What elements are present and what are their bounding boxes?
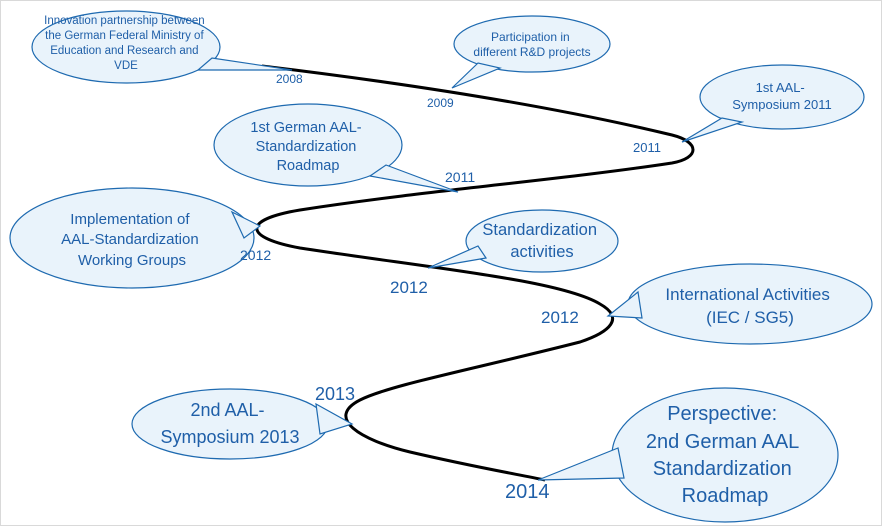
- bubble-pointer: [451, 62, 502, 89]
- year-label-2013: 2013: [315, 384, 355, 404]
- year-label-2014: 2014: [505, 481, 550, 503]
- year-label-2011-left: 2011: [445, 169, 475, 185]
- year-label-2009: 2009: [427, 96, 454, 110]
- bubble-label: Perspective: 2nd German AAL Standardizat…: [646, 403, 804, 507]
- year-label-2012-left: 2012: [240, 247, 271, 263]
- bubble-label: 1st AAL- Symposium 2011: [732, 80, 831, 112]
- bubble-shape: [453, 15, 611, 73]
- bubble-pointer: [315, 402, 354, 435]
- bubble-label: Implementation of AAL-Standardization Wo…: [61, 211, 203, 269]
- bubble-standardization-roadmap-1: 1st German AAL- Standardization Roadmap: [213, 103, 459, 193]
- bubble-pointer: [230, 210, 262, 239]
- bubble-standardization-activities: Standardization activities: [427, 209, 619, 273]
- bubble-shape: [465, 209, 619, 273]
- bubble-pointer: [681, 117, 745, 143]
- bubble-aal-symposium-2013: 2nd AAL- Symposium 2013: [131, 388, 354, 460]
- bubble-shape: [699, 64, 865, 130]
- year-label-2008: 2008: [276, 72, 303, 86]
- bubble-pointer: [368, 164, 459, 193]
- bubble-shape: [213, 103, 403, 187]
- year-label-2012-right: 2012: [541, 308, 579, 327]
- year-label-2012-middle: 2012: [390, 278, 428, 297]
- timeline-curve: [255, 64, 695, 482]
- year-label-2011-right: 2011: [633, 140, 661, 155]
- bubble-label: Standardization activities: [482, 221, 601, 261]
- bubble-pointer: [537, 447, 625, 481]
- bubble-aal-symposium-2011: 1st AAL- Symposium 2011: [681, 64, 865, 143]
- bubble-label: International Activities (IEC / SG5): [665, 285, 834, 327]
- bubble-pointer: [427, 245, 488, 269]
- bubble-innovation-partnership: Innovation partnership between the Germa…: [31, 10, 293, 84]
- bubble-shape: [9, 187, 255, 289]
- bubble-label: 1st German AAL- Standardization Roadmap: [250, 120, 365, 174]
- bubble-international-activities: International Activities (IEC / SG5): [606, 263, 873, 345]
- bubble-shape: [627, 263, 873, 345]
- bubble-perspective-roadmap-2: Perspective: 2nd German AAL Standardizat…: [537, 387, 839, 523]
- bubble-working-groups: Implementation of AAL-Standardization Wo…: [9, 187, 262, 289]
- bubble-label: Participation in different R&D projects: [473, 30, 590, 59]
- bubble-pointer: [196, 57, 293, 71]
- bubble-label: 2nd AAL- Symposium 2013: [160, 400, 299, 447]
- bubble-label: Innovation partnership between the Germa…: [44, 15, 208, 72]
- bubble-rd-projects: Participation in different R&D projects: [451, 15, 611, 89]
- bubble-pointer: [606, 290, 643, 319]
- bubble-shape: [31, 10, 221, 84]
